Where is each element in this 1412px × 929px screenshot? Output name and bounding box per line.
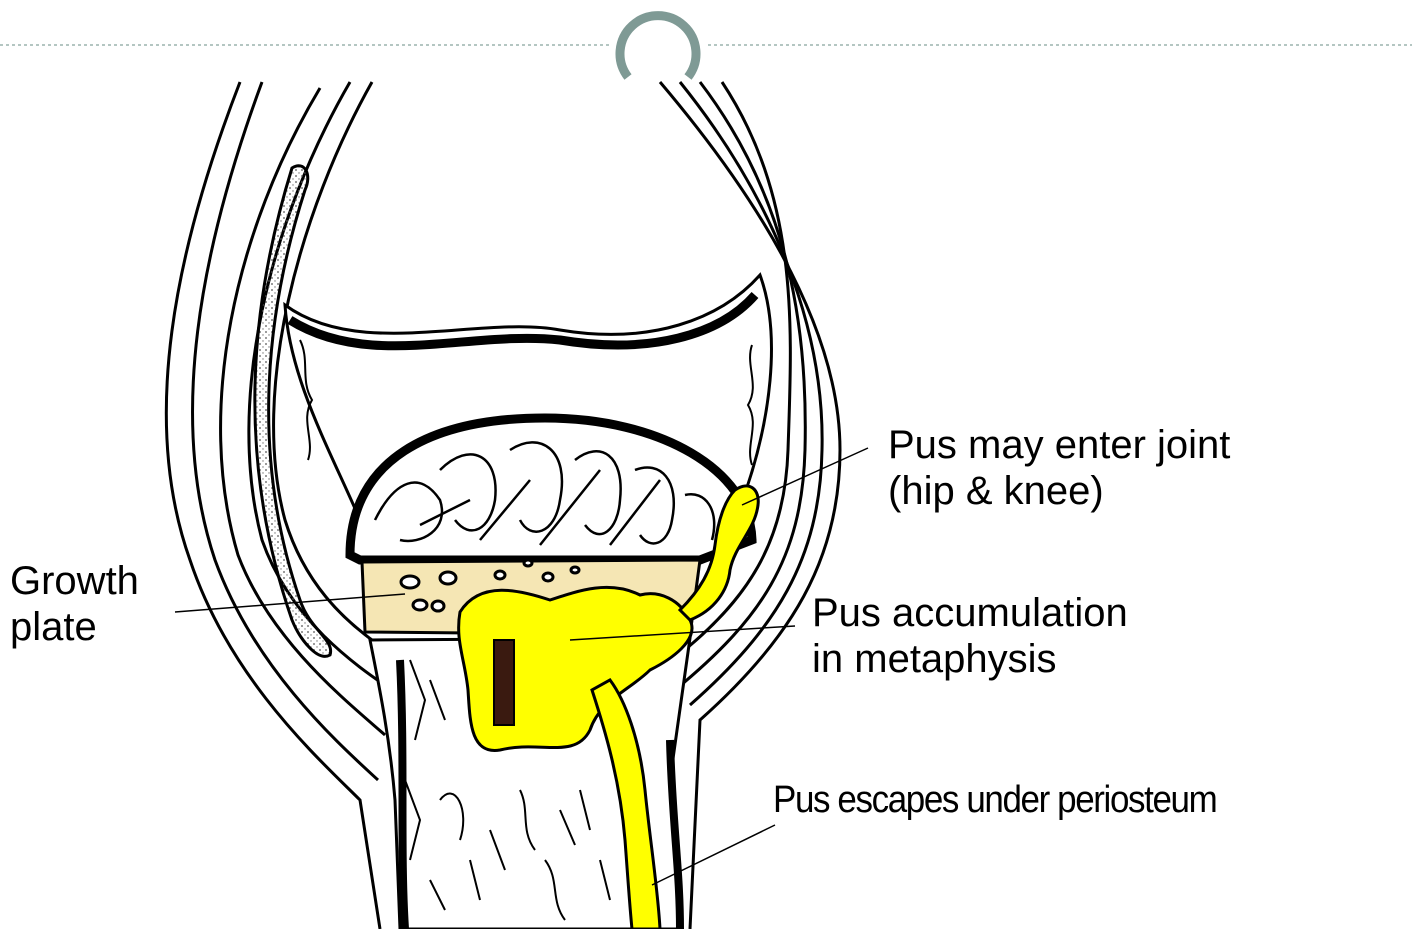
label-growth-plate-line1: Growth	[10, 558, 139, 604]
label-pus-accumulation-line2: in metaphysis	[812, 636, 1128, 682]
label-pus-enter-joint-line2: (hip & knee)	[888, 468, 1230, 514]
label-pus-escapes-line1: Pus escapes under periosteum	[773, 778, 1216, 822]
label-pus-enter-joint: Pus may enter joint (hip & knee)	[888, 422, 1230, 514]
header-decoration	[0, 16, 1412, 77]
label-pus-escapes: Pus escapes under periosteum	[773, 778, 1216, 822]
label-pus-enter-joint-line1: Pus may enter joint	[888, 422, 1230, 468]
label-pus-accumulation: Pus accumulation in metaphysis	[812, 590, 1128, 682]
label-growth-plate-line2: plate	[10, 604, 139, 650]
label-pus-accumulation-line1: Pus accumulation	[812, 590, 1128, 636]
sequestrum	[494, 640, 514, 725]
label-growth-plate: Growth plate	[10, 558, 139, 650]
